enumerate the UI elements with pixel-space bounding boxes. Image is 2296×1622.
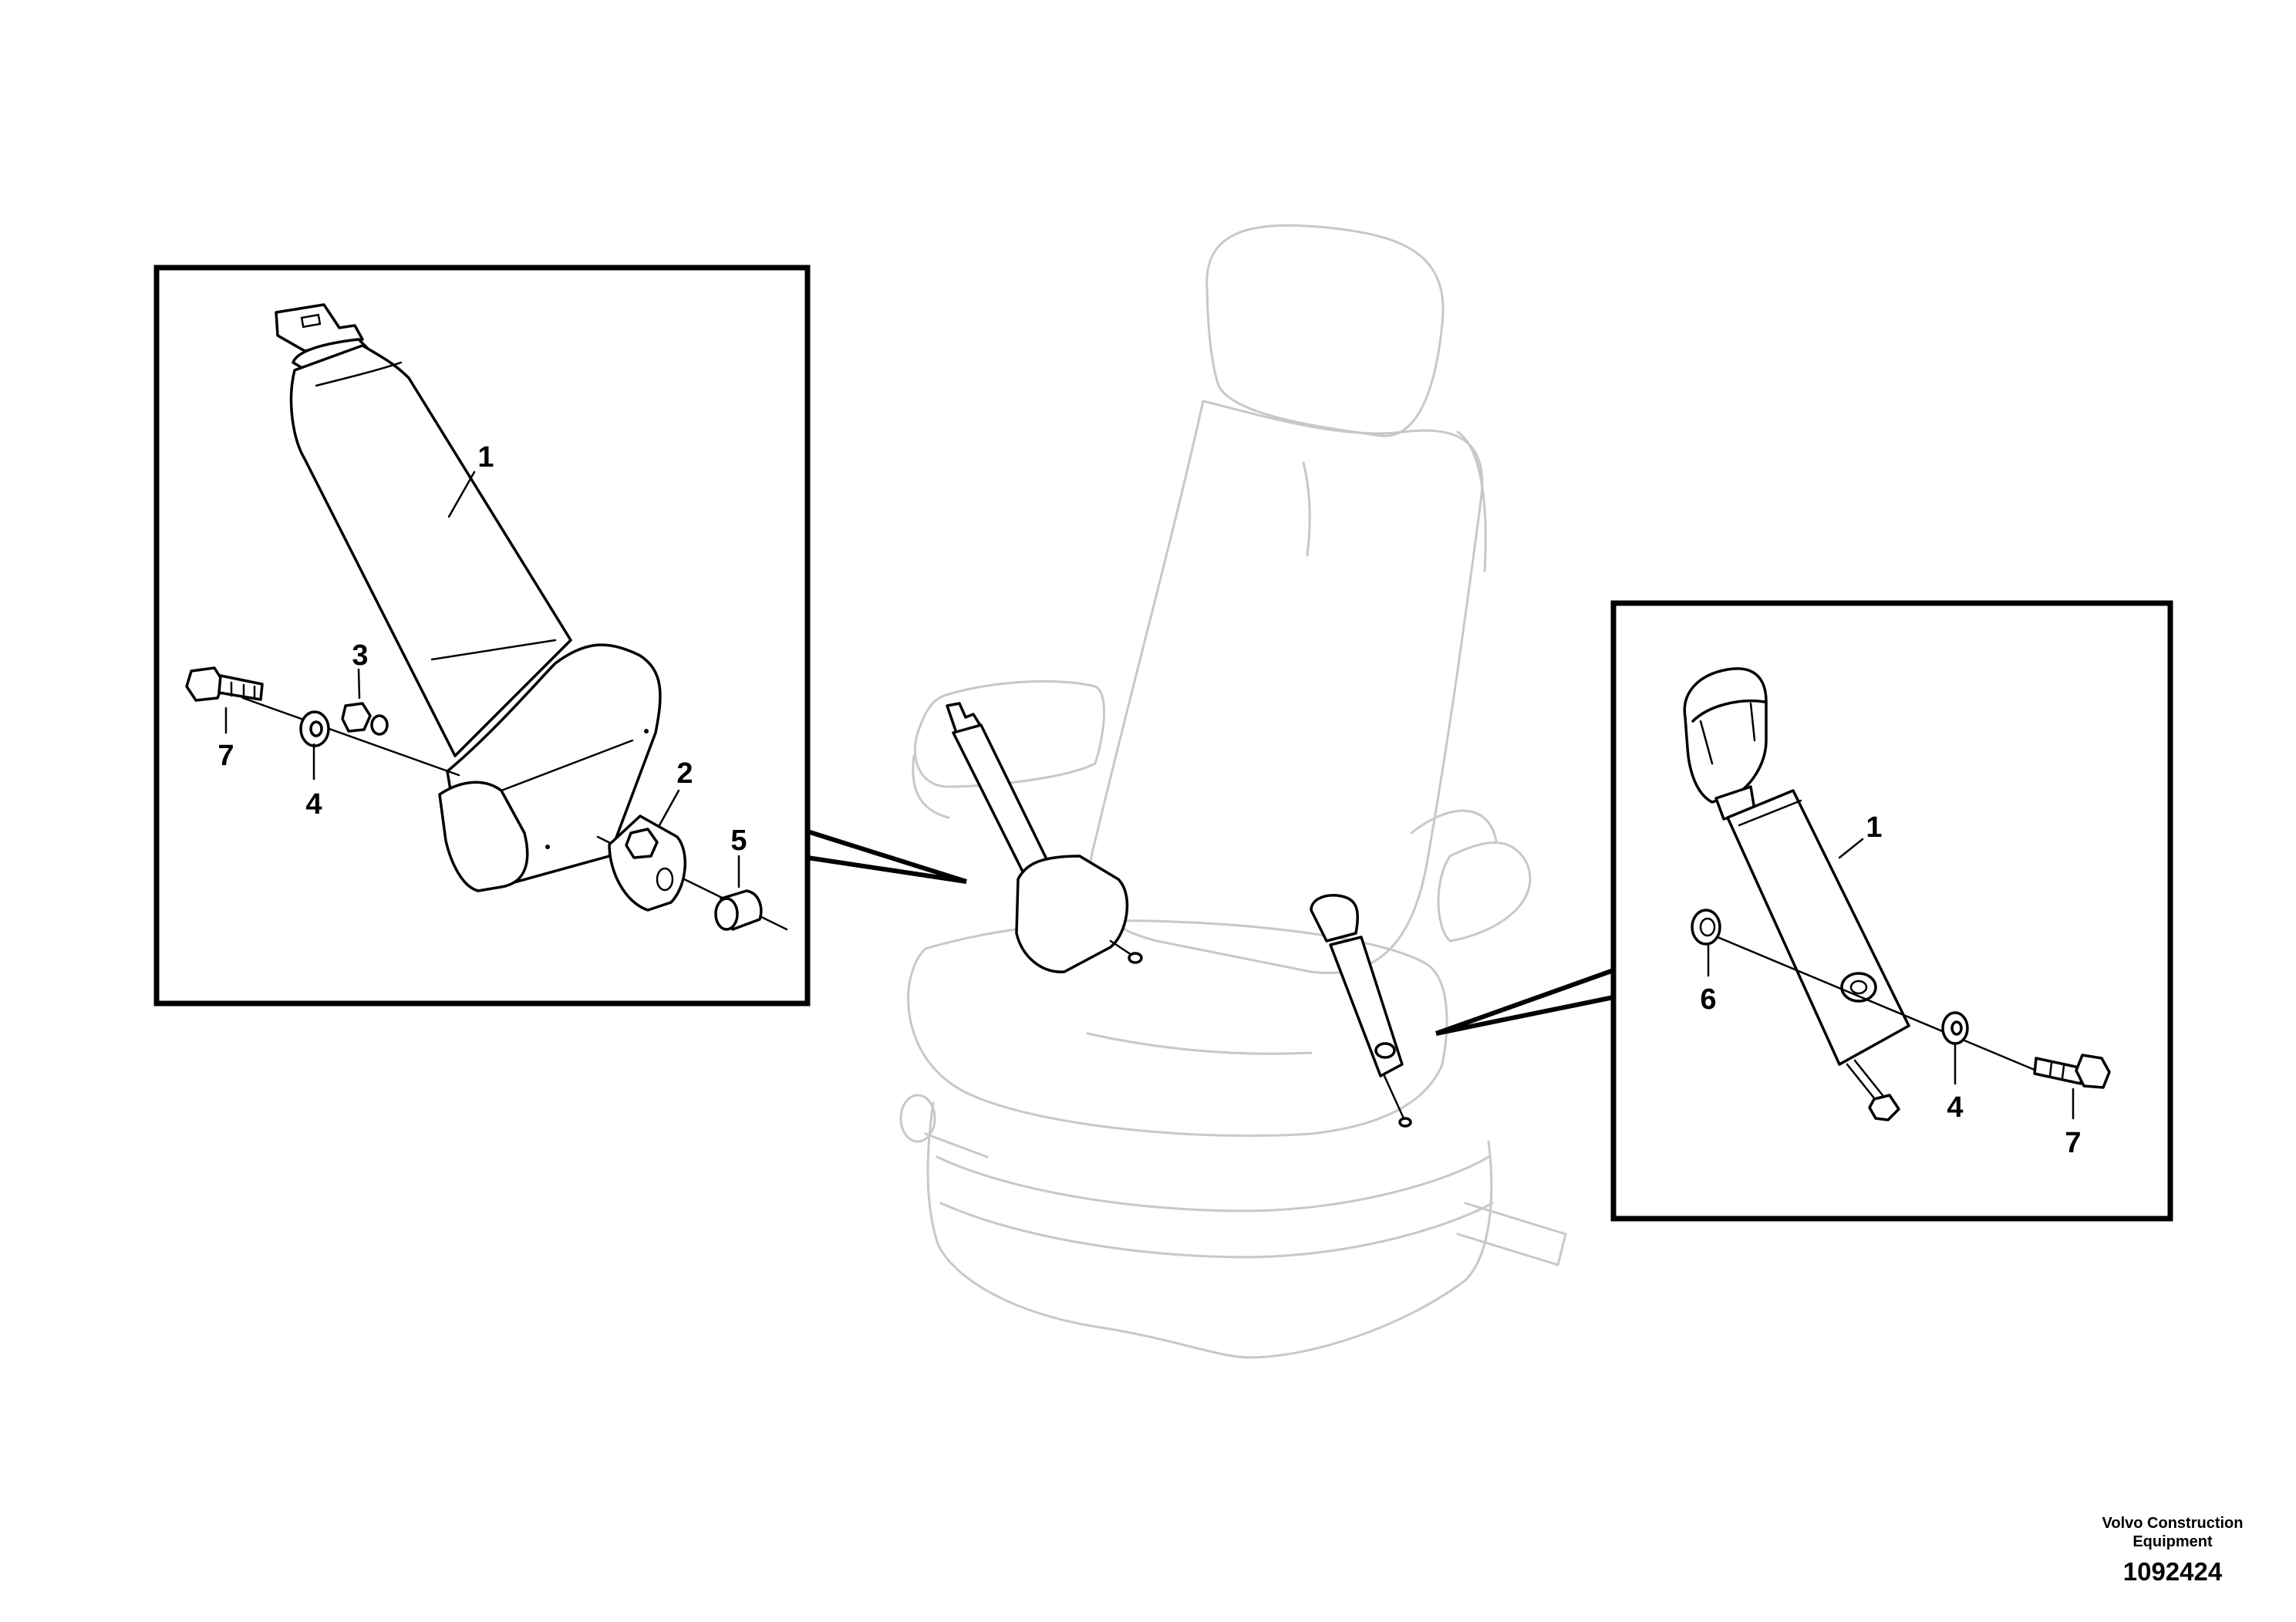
left-detail-leader: [807, 829, 967, 884]
seat-illustration: [899, 224, 1567, 1359]
callout-number: 7: [2065, 1127, 2081, 1159]
seat-belt-retractor-on-seat: [946, 702, 1143, 973]
document-number: 1092424: [2123, 1557, 2223, 1586]
bolt: [2033, 1054, 2111, 1089]
spacer: [1691, 909, 1721, 946]
callout-number: 6: [1700, 983, 1716, 1016]
right-detail-frame: [1610, 600, 2173, 1222]
washer: [299, 710, 330, 747]
callout-number: 2: [676, 757, 693, 790]
bracket: [608, 814, 687, 912]
callout-leader: [1838, 838, 1864, 859]
callout-number: 5: [730, 824, 747, 857]
callout-leader: [658, 789, 680, 827]
callout-leader: [447, 470, 476, 518]
bolt: [185, 666, 264, 702]
publisher-line-2: Equipment: [2132, 1533, 2213, 1550]
washer: [1941, 1011, 1969, 1045]
callout-number: 7: [217, 740, 234, 772]
callout-number: 1: [1866, 811, 1882, 844]
spacer: [714, 889, 763, 931]
right-assembly-axis: [1707, 932, 2041, 1074]
callout-number: 4: [1947, 1091, 1963, 1124]
left-assembly-axis: [241, 696, 460, 777]
callout-number: 3: [352, 639, 368, 672]
right-detail-leader: [1435, 968, 1615, 1036]
right-buckle-assembly: [1683, 667, 1910, 1121]
publisher-line-1: Volvo Construction: [2102, 1515, 2244, 1532]
callout-number: 1: [477, 441, 494, 474]
nut: [341, 702, 389, 736]
left-retractor-assembly: [275, 303, 662, 892]
callout-number: 4: [305, 788, 322, 821]
left-detail-frame: [153, 265, 811, 1007]
seat-belt-buckle-on-seat: [1310, 894, 1412, 1128]
